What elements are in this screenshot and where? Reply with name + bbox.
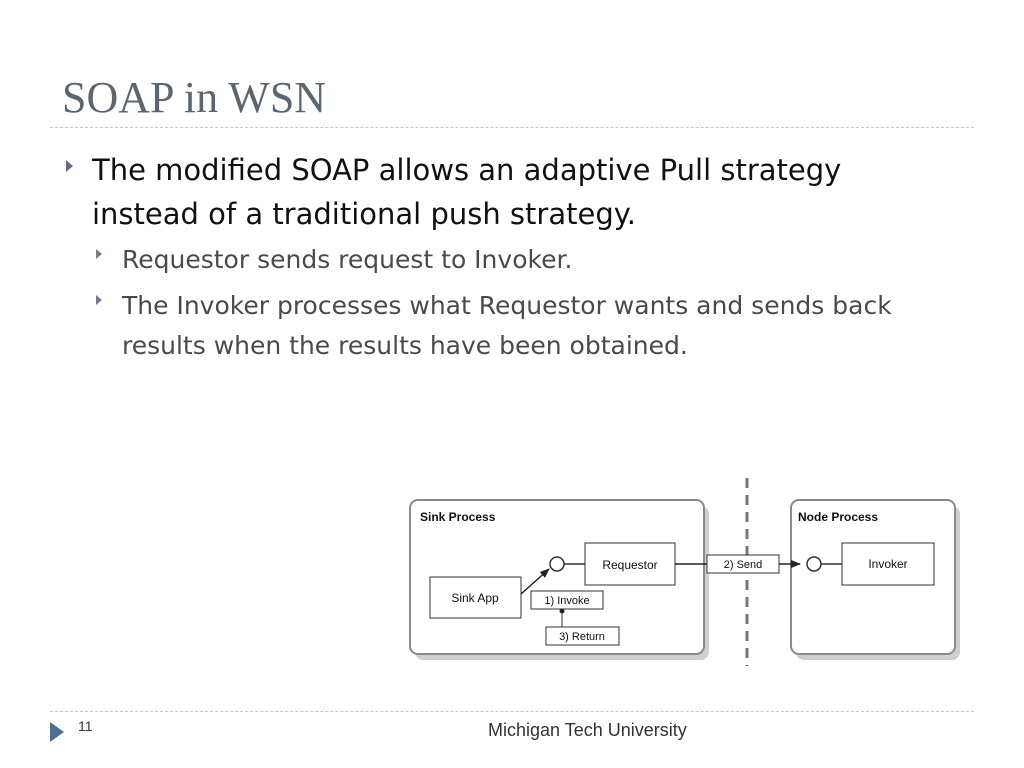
sub-bullet-text: The Invoker processes what Requestor wan… (122, 291, 892, 360)
title-divider (50, 127, 974, 128)
bullet-main-text: The modified SOAP allows an adaptive Pul… (92, 153, 842, 231)
return-label-box (545, 626, 620, 646)
requestor-label: Requestor (602, 558, 657, 572)
send-label-box (706, 554, 780, 574)
sink-process-label: Sink Process (420, 510, 496, 524)
invoke-label-box (530, 590, 604, 610)
send-label: 2) Send (724, 559, 763, 571)
return-label: 3) Return (559, 631, 605, 643)
sink-app-box (429, 576, 522, 619)
soap-diagram: Sink Process Node Process Requestor Sink… (409, 478, 960, 666)
invoker-box (841, 542, 935, 586)
invoker-label: Invoker (868, 557, 907, 571)
sub-bullet-arrow-icon (96, 249, 102, 259)
page-number: 11 (78, 718, 93, 734)
sub-bullet-arrow-icon (96, 295, 102, 305)
node-process-label: Node Process (798, 510, 878, 524)
invoke-label: 1) Invoke (544, 595, 589, 607)
sub-bullet-text: Requestor sends request to Invoker. (122, 245, 573, 274)
invoker-port-icon (806, 556, 822, 572)
invoke-arrow (520, 568, 550, 595)
requestor-box (584, 542, 676, 586)
bullet-arrow-icon (66, 160, 73, 172)
footer-university: Michigan Tech University (488, 720, 687, 740)
footer-divider (50, 711, 974, 712)
footer-triangle-icon (50, 722, 64, 742)
sink-app-label: Sink App (451, 591, 499, 605)
return-dot-icon (559, 608, 565, 614)
slide-title: SOAP in WSN (62, 73, 327, 122)
requestor-port-icon (549, 556, 565, 572)
